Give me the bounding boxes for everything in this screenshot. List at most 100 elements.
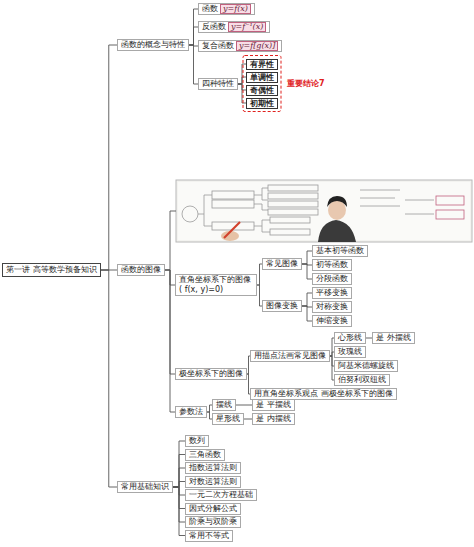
topic-box: 参数法	[175, 406, 207, 418]
topic-text: 基本初等函数	[316, 246, 364, 255]
topic-box: 一元二次方程基础	[185, 489, 257, 501]
branch-line	[101, 270, 117, 487]
topic-text: 常用不等式	[189, 531, 229, 540]
branch-line	[244, 419, 252, 420]
topic-box: 函数y=f(x)	[198, 3, 255, 15]
topic-box: 因式分解公式	[185, 503, 241, 515]
topic-box: 对数运算法则	[185, 476, 241, 488]
branch-line	[302, 264, 312, 279]
topic-text: 对称变换	[316, 302, 348, 311]
topic-text: 分段函数	[316, 274, 348, 283]
branch-line	[101, 45, 117, 270]
topic-box: 基本初等函数	[312, 245, 368, 257]
topic-text: 直角坐标系下的图像 ( f(x, y)=0)	[179, 275, 251, 294]
branch-line	[189, 45, 198, 84]
formula: y=f(x)	[220, 4, 251, 14]
topic-text: 单调性	[250, 73, 274, 82]
branch-line	[189, 9, 198, 45]
topic-box: 阶乘与双阶乘	[185, 516, 241, 528]
branch-line	[173, 441, 185, 487]
topic-text: 阶乘与双阶乘	[189, 517, 237, 526]
topic-text: 第一讲 高等数学预备知识	[6, 265, 97, 274]
topic-text: 参数法	[179, 407, 203, 416]
topic-box: 对称变换	[312, 301, 352, 313]
topic-text: 函数	[202, 4, 218, 13]
topic-text: 阿基米德螺旋线	[338, 361, 394, 370]
branch-line	[238, 64, 246, 84]
topic-box: 平移变换	[312, 287, 352, 299]
topic-text: 数列	[189, 436, 205, 445]
topic-text: 是 内摆线	[256, 414, 291, 423]
branch-line	[302, 293, 312, 306]
topic-box: 函数的概念与特性	[117, 39, 189, 51]
root-topic: 第一讲 高等数学预备知识	[2, 263, 101, 277]
topic-box: 摆线	[212, 399, 236, 411]
topic-text: 常见图像	[266, 259, 298, 268]
topic-box: 初等函数	[312, 259, 352, 271]
topic-text: 初期性	[250, 99, 274, 108]
topic-text: 摆线	[216, 400, 232, 409]
branch-line	[173, 468, 185, 487]
topic-text: 用直角坐标系观点 画极坐标系下的图像	[254, 389, 393, 398]
topic-box: 伯努利双纽线	[334, 374, 390, 386]
branch-line	[302, 306, 312, 321]
topic-text: 因式分解公式	[189, 504, 237, 513]
topic-box: 指数运算法则	[185, 462, 241, 474]
topic-box: 常见图像	[262, 258, 302, 270]
topic-box: 阿基米德螺旋线	[334, 360, 398, 372]
topic-box: 初期性	[246, 98, 278, 109]
topic-text: 伸缩变换	[316, 316, 348, 325]
lecturer	[318, 196, 356, 242]
topic-box: 数列	[185, 435, 209, 447]
topic-text: 用描点法画常见图像	[254, 351, 326, 360]
topic-text: 反函数	[202, 22, 226, 31]
topic-box: 是 内摆线	[252, 413, 295, 425]
topic-box: 三角函数	[185, 449, 225, 461]
topic-text: 一元二次方程基础	[189, 490, 253, 499]
topic-box: 直角坐标系下的图像 ( f(x, y)=0)	[175, 274, 257, 296]
topic-text: 心形线	[338, 333, 362, 342]
note-label: 重要结论7	[287, 79, 325, 89]
topic-text: 对数运算法则	[189, 477, 237, 486]
topic-box: 反函数y=f⁻¹(x)	[198, 21, 270, 33]
topic-box: 分段函数	[312, 273, 352, 285]
topic-text: 函数的图像	[121, 265, 161, 274]
topic-text: 玫瑰线	[338, 347, 362, 356]
topic-text: 伯努利双纽线	[338, 375, 386, 384]
topic-box: 有界性	[246, 59, 278, 70]
topic-box: 伸缩变换	[312, 315, 352, 327]
topic-box: 常用不等式	[185, 530, 233, 542]
formula: y=f[g(x)]	[236, 41, 278, 51]
topic-text: 函数的概念与特性	[121, 40, 185, 49]
topic-box: 心形线	[334, 332, 366, 344]
topic-box: 图像变换	[262, 300, 302, 312]
topic-text: 是 平摆线	[256, 400, 291, 409]
topic-box: 四种特性	[198, 78, 238, 90]
topic-box: 复合函数y=f[g(x)]	[198, 40, 282, 52]
topic-text: 有界性	[250, 60, 274, 69]
topic-box: 用描点法画常见图像	[250, 350, 330, 362]
topic-box: 常用基础知识	[117, 481, 173, 493]
topic-text: 复合函数	[202, 41, 234, 50]
topic-text: 常用基础知识	[121, 482, 169, 491]
topic-text: 四种特性	[202, 79, 234, 88]
topic-box: 星形线	[212, 413, 244, 425]
topic-text: 极坐标系下的图像	[179, 369, 243, 378]
topic-box: 是 外摆线	[372, 332, 415, 344]
topic-box: 奇偶性	[246, 85, 278, 96]
topic-text: 初等函数	[316, 260, 348, 269]
topic-text: 奇偶性	[250, 86, 274, 95]
branch-line	[173, 455, 185, 488]
topic-text: 星形线	[216, 414, 240, 423]
topic-box: 玫瑰线	[334, 346, 366, 358]
topic-text: 平移变换	[316, 288, 348, 297]
hand-with-pen	[221, 222, 240, 241]
branch-line	[189, 27, 198, 45]
branch-line	[238, 77, 246, 84]
branch-line	[302, 251, 312, 264]
topic-text: 三角函数	[189, 450, 221, 459]
topic-text: 指数运算法则	[189, 463, 237, 472]
topic-text: 是 外摆线	[376, 333, 411, 342]
